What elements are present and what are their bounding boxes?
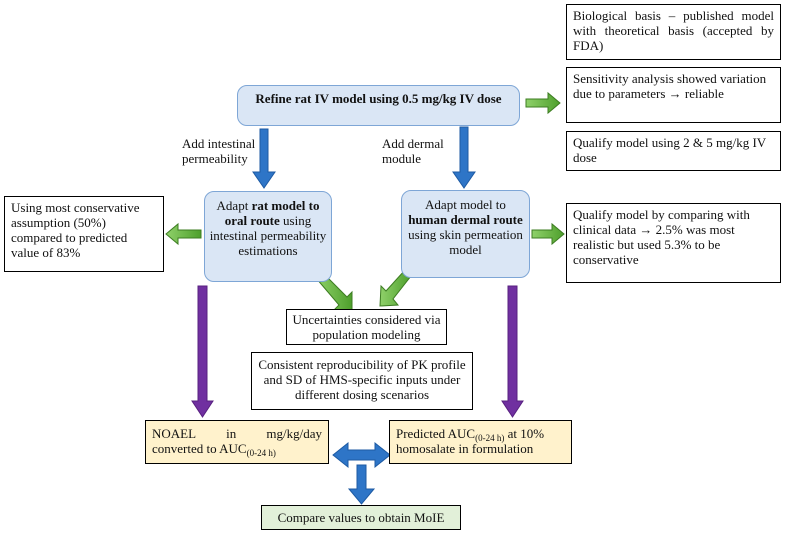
uncertainties-box: Uncertainties considered via population … [286,309,447,345]
compare-moie-box: Compare values to obtain MoIE [261,505,461,530]
dermal-route-text-post: using skin permeation model [408,227,523,257]
compare-moie-text: Compare values to obtain MoIE [277,510,445,525]
blue-double-arrow [332,441,391,469]
label-add-dermal: Add dermal module [382,136,452,166]
label-add-intestinal-text: Add intestinal permeability [182,136,256,166]
reproducibility-text: Consistent reproducibility of PK profile… [258,357,466,402]
sensitivity-analysis-text: Sensitivity analysis showed variation du… [573,71,767,101]
reproducibility-box: Consistent reproducibility of PK profile… [251,352,473,410]
oral-route-text-pre: Adapt [216,198,252,213]
dermal-route-box: Adapt model to human dermal route using … [401,190,530,278]
predicted-auc-box: Predicted AUC(0-24 h) at 10% homosalate … [389,420,572,464]
blue-arrow-to-compare [347,464,376,505]
oral-route-box: Adapt rat model to oral route using inte… [204,191,332,282]
uncertainties-text: Uncertainties considered via population … [292,312,441,342]
conservative-assumption-box: Using most conservative assumption (50%)… [4,196,164,272]
purple-arrow-to-noael [191,285,214,418]
conservative-assumption-text: Using most conservative assumption (50%)… [11,200,140,260]
noael-line1: NOAEL in mg/kg/day [152,426,322,441]
noael-box: NOAEL in mg/kg/day converted to AUC(0-24… [145,420,329,464]
green-arrow-to-conservative [165,222,202,246]
refine-model-text: Refine rat IV model using 0.5 mg/kg IV d… [255,91,502,106]
predicted-text-pre: Predicted AUC [396,426,476,441]
biological-basis-box: Biological basis – published model with … [566,4,781,60]
green-arrow-to-clinical [531,222,565,246]
predicted-text-post: at 10% homosalate in formulation [396,426,545,456]
predicted-subscript: (0-24 h) [475,433,505,443]
purple-arrow-to-predicted [501,285,524,418]
noael-word1: NOAEL [152,426,197,441]
blue-arrow-to-oral [252,128,276,189]
oral-route-text-bold: rat model to oral route [224,198,320,228]
noael-line2: converted to AUC(0-24 h) [152,441,322,458]
refine-model-box: Refine rat IV model using 0.5 mg/kg IV d… [237,85,520,126]
noael-subscript: (0-24 h) [246,448,276,458]
noael-line2-text: converted to AUC [152,441,247,456]
sensitivity-analysis-box: Sensitivity analysis showed variation du… [566,67,781,123]
dermal-route-text-pre: Adapt model to [425,197,506,212]
label-add-intestinal: Add intestinal permeability [182,136,262,166]
label-add-dermal-text: Add dermal module [382,136,444,166]
qualify-clinical-text: Qualify model by comparing with clinical… [573,207,750,267]
qualify-iv-box: Qualify model using 2 & 5 mg/kg IV dose [566,131,781,171]
oral-route-text-post: using intestinal permeability estimation… [209,213,327,258]
qualify-iv-text: Qualify model using 2 & 5 mg/kg IV dose [573,135,766,165]
biological-basis-text: Biological basis – published model with … [573,8,774,53]
noael-word2: in [226,426,237,441]
blue-arrow-to-dermal [452,126,476,189]
green-arrow-to-sensitivity [525,91,561,115]
qualify-clinical-box: Qualify model by comparing with clinical… [566,203,781,283]
noael-word3: mg/kg/day [266,426,322,441]
dermal-route-text-bold: human dermal route [408,212,523,227]
